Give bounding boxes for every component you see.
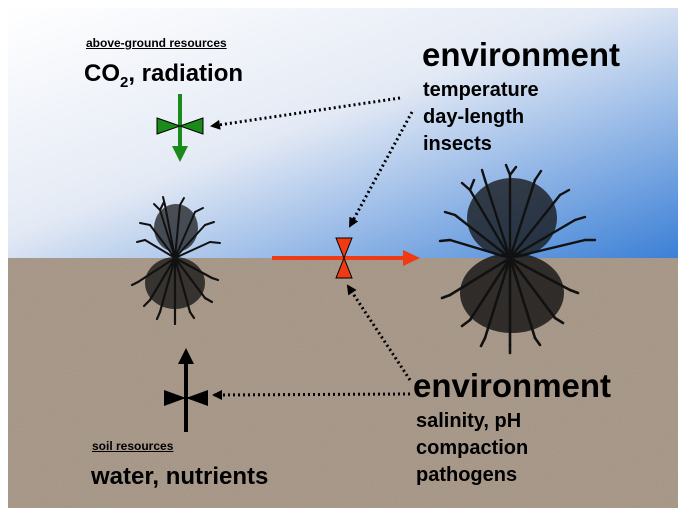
bottom-env-to-growth-arrow [346,284,412,381]
top-env-item: day-length [423,106,525,128]
top-env-to-growth-arrow [348,111,414,228]
soil-valve-icon [164,390,208,406]
top-env-item: temperature [423,79,539,101]
above-ground-heading: above-ground resources [86,36,227,50]
influence-arrows [210,96,414,400]
co2-subscript: 2 [120,73,129,91]
bottom-env-item: pathogens [416,464,518,486]
top-environment-title: environment [422,36,621,73]
bottom-env-item: salinity, pH [416,410,522,432]
resources-suffix: , radiation [128,60,244,87]
above-ground-valve-icon [156,117,204,135]
soil-resource-arrow [178,348,194,432]
top-env-to-above-arrow [210,96,401,130]
above-ground-resources: CO2, radiation [84,60,243,91]
growth-valve-icon [335,237,353,279]
small-plant-icon [130,196,221,326]
top-env-item: insects [423,133,492,155]
bottom-env-item: compaction [416,437,529,459]
large-plant-icon [438,163,597,355]
growth-arrow [272,250,420,266]
bottom-environment-title: environment [413,367,612,404]
soil-resources-text: water, nutrients [91,463,269,490]
soil-texture [8,258,678,508]
above-ground-arrow [172,94,188,162]
co2-prefix: CO [84,60,120,87]
soil-resources-heading: soil resources [92,439,174,453]
sky-background [8,8,678,260]
